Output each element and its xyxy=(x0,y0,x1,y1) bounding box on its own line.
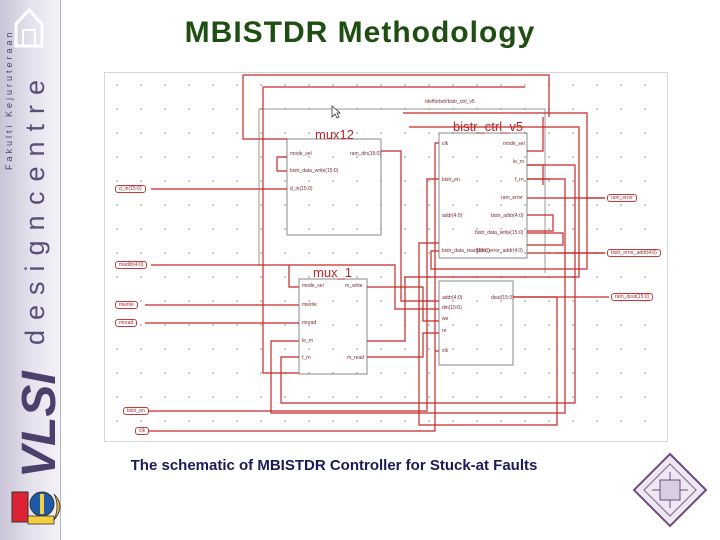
port-label: f_rn xyxy=(515,177,524,183)
port-label: m_write xyxy=(345,283,363,289)
port-label: ram_din(15:0) xyxy=(350,151,382,157)
house-logo-icon xyxy=(14,7,44,48)
mux12-title: mux12 xyxy=(315,127,355,142)
bistr-ctrl-block xyxy=(438,132,528,259)
branding-sidebar: Fakulti Kejuruteraan centre design VLSI xyxy=(0,0,66,540)
io-port-mwrite: mwrite xyxy=(115,301,138,309)
port-label: mode_sel xyxy=(503,141,525,147)
port-label: bistr_error_addr(4:0) xyxy=(477,248,523,254)
port-label: we xyxy=(442,316,449,322)
io-port-d-in: d_in(15:0) xyxy=(115,185,146,193)
schematic-wires xyxy=(145,74,609,432)
port-label: le_rn xyxy=(302,338,314,344)
io-port-bistr-en: bistr_en xyxy=(123,407,149,415)
mux12-block xyxy=(286,138,382,236)
mux1-block xyxy=(298,278,368,375)
university-crest-icon xyxy=(11,491,61,525)
port-label: bistr_en xyxy=(442,177,460,183)
port-label: din(15:0) xyxy=(442,305,462,311)
port-label: addr(4:0) xyxy=(442,295,463,301)
design-text: design xyxy=(20,205,50,345)
io-port-mread: mread xyxy=(115,319,138,327)
port-label: clk xyxy=(442,348,449,354)
port-label: le_rn xyxy=(513,159,525,165)
port-label: bistr_data_write(15:0) xyxy=(290,168,339,174)
port-label: clk xyxy=(442,141,449,147)
bistr-ctrl-header: /defforbdr/bistr_ctrl_v5 xyxy=(425,99,475,105)
port-label: mode_sel xyxy=(302,283,324,289)
port-label: d_in(15:0) xyxy=(290,186,313,192)
port-label: mread xyxy=(302,320,317,326)
mux1-title: mux_1 xyxy=(313,265,353,280)
io-port-maddr: maddr(4:0) xyxy=(115,261,148,269)
vlsi-text: VLSI xyxy=(13,371,66,478)
port-label: mode_sel xyxy=(290,151,312,157)
ram-block xyxy=(438,280,514,366)
figure-caption: The schematic of MBISTDR Controller for … xyxy=(130,457,538,474)
faculty-text: Fakulti Kejuruteraan xyxy=(4,29,14,170)
port-label: bistr_data_read(15:0) xyxy=(442,248,490,254)
io-port-clk: clk xyxy=(135,427,150,435)
port-label: f_rn xyxy=(302,355,311,361)
io-port-bistr-error-addr: bistr_error_addr(4:0) xyxy=(607,249,661,257)
io-port-ram-error: ram_error xyxy=(607,194,637,202)
port-label: bistr_data_write(15:0) xyxy=(475,230,524,236)
centre-text: centre xyxy=(20,69,50,205)
port-label: ram_error xyxy=(501,195,523,201)
port-label: mwrite xyxy=(302,302,317,308)
chip-logo-icon xyxy=(632,452,708,528)
port-label: re xyxy=(442,328,447,334)
port-label: m_read xyxy=(347,355,364,361)
port-label: addr(4:0) xyxy=(442,213,463,219)
port-label: bistr_addr(4:0) xyxy=(491,213,524,219)
io-port-ram-dout: ram_dout(15:0) xyxy=(611,293,654,301)
bistr-ctrl-title: bistr_ctrl_v5 xyxy=(453,119,524,134)
schematic-diagram: mux12 /defforbdr/bistr_ctrl_v5 bistr_ctr… xyxy=(104,72,668,442)
slide-title: MBISTDR Methodology xyxy=(184,16,536,49)
cursor-icon xyxy=(331,105,341,119)
port-label: dout(15:0) xyxy=(491,295,514,301)
